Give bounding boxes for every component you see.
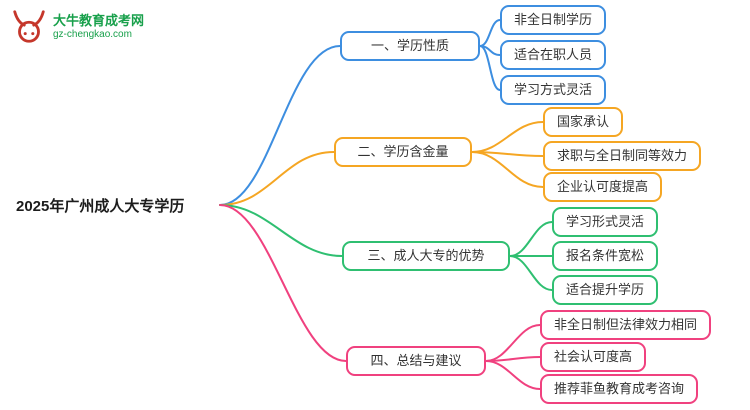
root-topic: 2025年广州成人大专学历 <box>16 198 185 215</box>
connector-branch3-leaf1 <box>509 221 553 257</box>
branch-node-1: 一、学历性质 <box>340 31 480 61</box>
brand-domain: gz-chengkao.com <box>53 28 132 40</box>
branch-node-4: 四、总结与建议 <box>346 346 486 376</box>
connector-branch3-leaf3 <box>509 255 553 291</box>
brand-name: 大牛教育成考网 <box>53 12 145 28</box>
branch-node-2: 二、学历含金量 <box>334 137 472 167</box>
leaf-node: 推荐菲鱼教育成考咨询 <box>540 374 699 404</box>
connector-branch4-leaf1 <box>485 324 541 362</box>
connector-branch1-leaf1 <box>479 19 501 47</box>
leaf-node: 学习形式灵活 <box>552 207 659 237</box>
connector-root-branch1 <box>219 45 341 206</box>
leaf-node: 企业认可度提高 <box>543 172 663 202</box>
leaf-node: 非全日制但法律效力相同 <box>540 310 712 340</box>
connector-root-branch4 <box>219 204 347 362</box>
leaf-node: 求职与全日制同等效力 <box>543 141 702 171</box>
leaf-node: 适合在职人员 <box>500 40 607 70</box>
leaf-node: 学习方式灵活 <box>500 75 607 105</box>
brand-text-block: 大牛教育成考网 gz-chengkao.com <box>53 12 145 40</box>
brand-logo: 大牛教育成考网 gz-chengkao.com <box>10 8 144 46</box>
leaf-node: 报名条件宽松 <box>552 241 659 271</box>
connector-branch2-leaf3 <box>471 151 544 188</box>
leaf-node: 非全日制学历 <box>500 5 607 35</box>
connector-branch1-leaf3 <box>479 45 501 91</box>
connector-branch4-leaf3 <box>485 360 541 390</box>
connector-branch2-leaf1 <box>471 121 544 153</box>
leaf-node: 适合提升学历 <box>552 275 659 305</box>
branch-node-3: 三、成人大专的优势 <box>342 241 510 271</box>
connector-root-branch3 <box>219 204 343 257</box>
leaf-node: 社会认可度高 <box>540 342 647 372</box>
connector-root-branch2 <box>219 151 335 206</box>
leaf-node: 国家承认 <box>543 107 624 137</box>
bull-logo-icon <box>13 10 45 43</box>
